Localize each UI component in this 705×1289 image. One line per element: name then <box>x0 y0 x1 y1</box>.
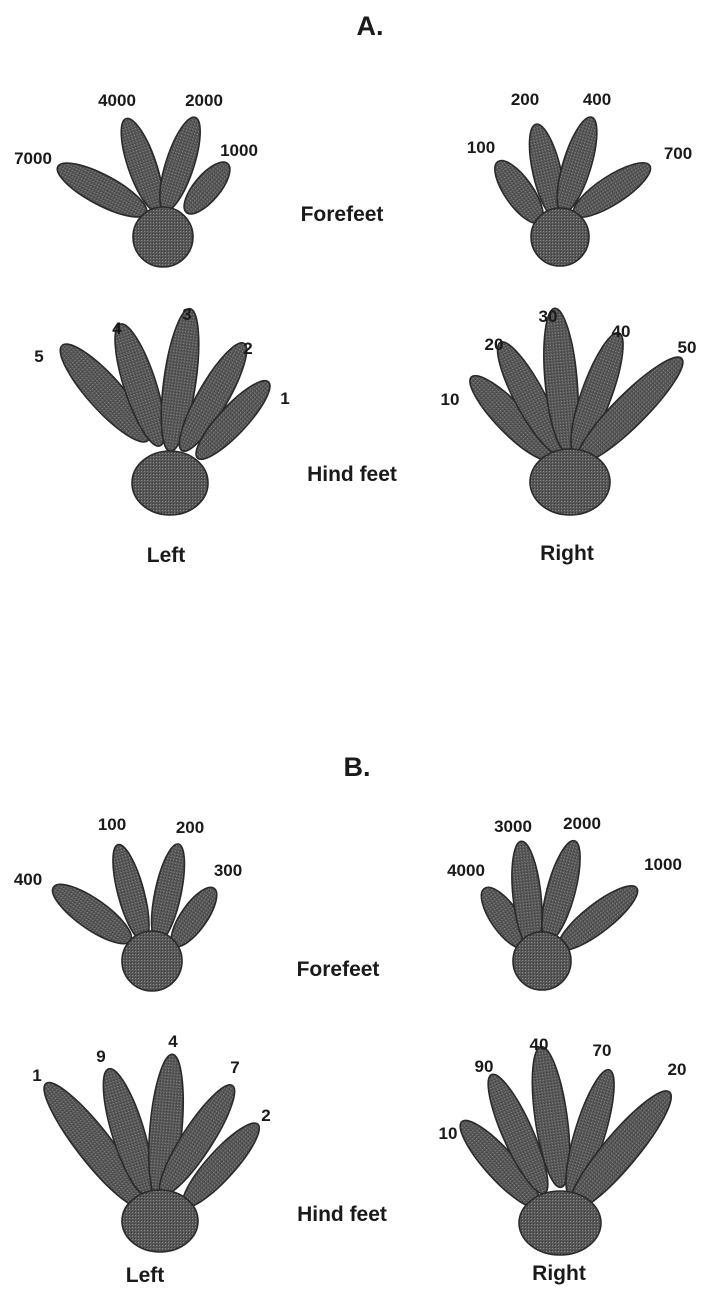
toe-label: 1000 <box>220 141 258 160</box>
left-label: Left <box>126 1264 165 1287</box>
toe-label: 300 <box>214 861 242 880</box>
toe-label: 50 <box>678 338 697 357</box>
right-forefoot-b: 4000 3000 2000 1000 <box>447 814 682 990</box>
palm <box>530 449 610 515</box>
hindfeet-label: Hind feet <box>297 1203 387 1226</box>
section-b-title: B. <box>344 752 371 782</box>
toe-label: 3 <box>182 305 191 324</box>
toe-label: 100 <box>98 815 126 834</box>
toe-label: 100 <box>467 138 495 157</box>
palm <box>122 1190 198 1252</box>
palm <box>122 931 182 991</box>
palm <box>519 1191 601 1255</box>
toe-label: 9 <box>96 1047 105 1066</box>
toe-label: 2 <box>243 339 252 358</box>
toe-label: 4000 <box>447 861 485 880</box>
forefeet-label: Forefeet <box>297 958 380 981</box>
palm <box>513 932 571 990</box>
toe-label: 5 <box>34 347 43 366</box>
palm <box>531 208 589 266</box>
toe-label: 1 <box>32 1066 41 1085</box>
toe-label: 10 <box>441 390 460 409</box>
hindfeet-label: Hind feet <box>307 463 397 486</box>
left-hindfoot-a: 5 4 3 2 1 <box>34 305 289 515</box>
toe-label: 400 <box>14 870 42 889</box>
toe-label: 30 <box>539 307 558 326</box>
toe-label: 20 <box>485 335 504 354</box>
toe-label: 20 <box>668 1060 687 1079</box>
toe-label: 10 <box>439 1124 458 1143</box>
right-label: Right <box>532 1262 586 1285</box>
left-forefoot-b: 400 100 200 300 <box>14 815 242 991</box>
toe-label: 4 <box>168 1032 178 1051</box>
toe-label: 4000 <box>98 91 136 110</box>
right-hindfoot-b: 10 90 40 70 20 <box>439 1035 687 1255</box>
toe-label: 40 <box>530 1035 549 1054</box>
right-forefoot-a: 100 200 400 700 <box>467 90 692 266</box>
left-forefoot-a: 7000 4000 2000 1000 <box>14 91 258 267</box>
palm <box>133 207 193 267</box>
left-hindfoot-b: 1 9 4 7 2 <box>32 1032 270 1252</box>
section-a-title: A. <box>357 11 384 41</box>
toe-label: 1000 <box>644 855 682 874</box>
toe-label: 7000 <box>14 149 52 168</box>
toe-label: 7 <box>230 1058 239 1077</box>
section-a: A. 7000 4000 2000 1000 100 200 400 700 F… <box>14 11 696 567</box>
left-label: Left <box>147 544 186 567</box>
toe-label: 200 <box>511 90 539 109</box>
right-hindfoot-a: 10 20 30 40 50 <box>441 307 697 515</box>
toe-label: 40 <box>612 322 631 341</box>
toe-label: 200 <box>176 818 204 837</box>
toe-label: 700 <box>664 144 692 163</box>
toe-label: 2000 <box>185 91 223 110</box>
toe-label: 70 <box>593 1041 612 1060</box>
toe-label: 400 <box>583 90 611 109</box>
toe-label: 3000 <box>494 817 532 836</box>
palm <box>132 451 208 515</box>
toe-label: 2000 <box>563 814 601 833</box>
toe-label: 1 <box>280 389 289 408</box>
section-b: B. 400 100 200 300 4000 3000 2000 1000 F… <box>14 752 687 1287</box>
toe-label: 2 <box>261 1106 270 1125</box>
forefeet-label: Forefeet <box>301 203 384 226</box>
toe-label: 90 <box>475 1057 494 1076</box>
right-label: Right <box>540 542 594 565</box>
toe-label: 4 <box>112 319 122 338</box>
